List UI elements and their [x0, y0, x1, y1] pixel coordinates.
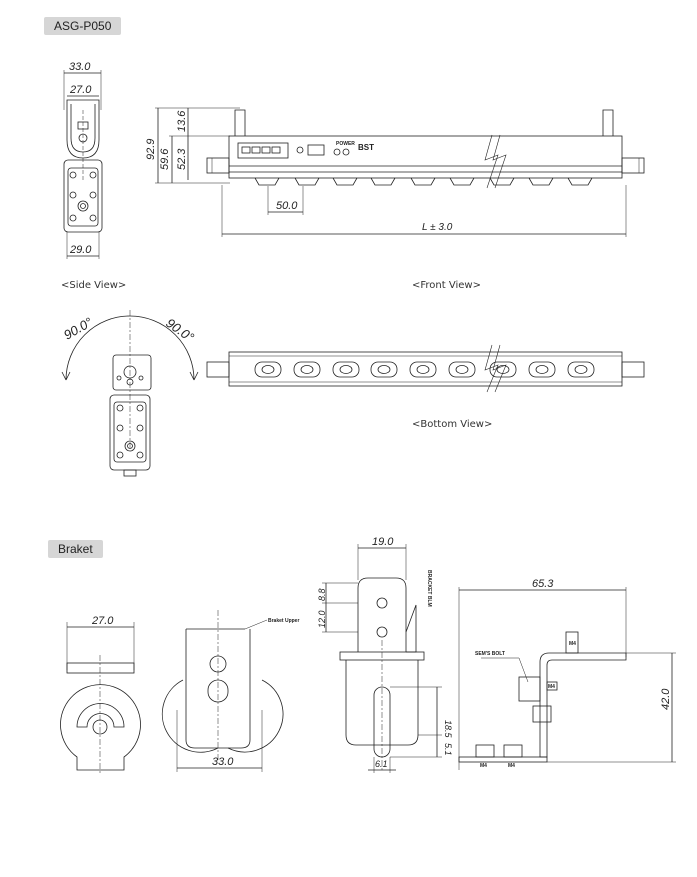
dim-bracket-hole-a: 8.8	[317, 588, 327, 601]
label-bracket-upper: Braket Upper	[268, 618, 299, 624]
dim-bracket-width-b: 33.0	[212, 756, 234, 768]
dim-bracket-slot-end: 5.1	[443, 743, 453, 756]
dim-side-base: 29.0	[69, 244, 92, 256]
label-m4-left: M4	[480, 763, 487, 769]
dim-front-total: 92.9	[145, 139, 157, 160]
dim-side-outer: 33.0	[69, 61, 91, 73]
bracket-section-tag: Braket	[48, 540, 103, 558]
dim-bracket-slot-width: 6.1	[375, 759, 388, 769]
front-nozzles	[254, 177, 593, 186]
front-view-caption: <Front View>	[412, 280, 481, 291]
dim-side-inner: 27.0	[69, 84, 92, 96]
bottom-nozzles	[254, 361, 595, 378]
dim-front-pitch: 50.0	[276, 200, 298, 212]
bracket-front-view: 27.0	[60, 615, 141, 775]
dim-bracket-slot: 18.5	[443, 720, 453, 739]
brand-label: BST	[358, 143, 374, 152]
dim-front-body: 59.6	[159, 148, 171, 170]
dim-front-top: 13.6	[176, 110, 188, 132]
dim-bracket-side-width: 65.3	[532, 578, 554, 590]
side-view-caption: <Side View>	[61, 280, 127, 291]
dim-front-length: L ± 3.0	[422, 222, 453, 233]
dim-bracket-width-a: 27.0	[91, 615, 114, 627]
label-m4-mid: M4	[548, 684, 555, 690]
dim-bracket-side-height: 42.0	[660, 688, 672, 710]
label-bracket-blm: BRACKET BLM	[426, 570, 432, 607]
bottom-view-caption: <Bottom View>	[412, 419, 493, 430]
product-model-tag: ASG-P050	[44, 17, 122, 35]
side-view: 33.0 27.0 29.0	[63, 61, 103, 259]
dim-bracket-hole-b: 12.0	[317, 610, 327, 628]
label-sems-bolt: SEM'S BOLT	[475, 651, 505, 657]
bracket-side-view: Braket Upper 33.0	[161, 610, 299, 772]
front-view: 92.9 59.6 13.6 52.3 POWER BST	[145, 107, 645, 237]
label-m4-top: M4	[569, 641, 576, 647]
label-m4-right: M4	[508, 763, 515, 769]
bracket-plate-view: 19.0 8.8 12.0 BRACKET BLM 18.5 5.1 6.1	[317, 536, 453, 773]
rotation-view: 90.0° 90.0°	[61, 310, 199, 477]
bracket-assembly-view: 65.3 SEM'S BOLT M4 M4 M4 M4 42.0	[458, 578, 676, 770]
dim-rotation-left: 90.0°	[61, 314, 95, 342]
power-label: POWER	[336, 141, 355, 147]
bottom-view	[206, 344, 645, 393]
dim-bracket-top: 19.0	[372, 536, 394, 548]
dim-front-mid: 52.3	[176, 148, 188, 170]
